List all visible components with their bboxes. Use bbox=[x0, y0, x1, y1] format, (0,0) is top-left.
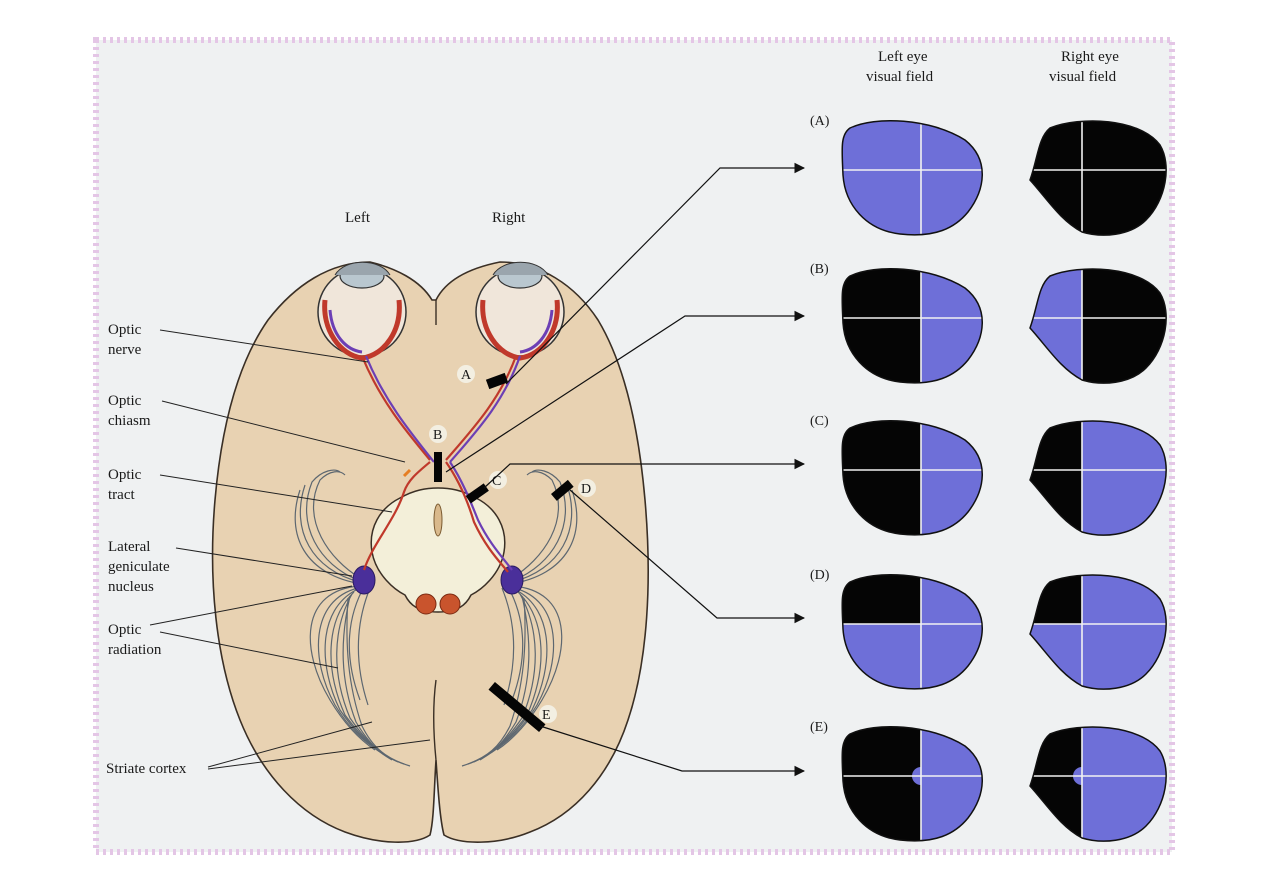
field-quadrant bbox=[842, 574, 921, 624]
lesion-c bbox=[465, 483, 489, 504]
lesion-a-label: A bbox=[461, 368, 472, 383]
lesion-c-label: C bbox=[492, 474, 501, 489]
arrow-c bbox=[483, 458, 806, 489]
label-lgn: Lateral geniculate nucleus bbox=[108, 539, 173, 595]
field-quadrant bbox=[842, 268, 921, 318]
lgn-right bbox=[500, 565, 524, 595]
brain-horizontal-section: A B C D E Left Right bbox=[211, 210, 649, 843]
longitudinal-fissure-back bbox=[432, 679, 437, 761]
label-optic-chiasm: Optic chiasm bbox=[108, 393, 151, 429]
field-quadrant bbox=[842, 726, 921, 776]
optic-nerve-left bbox=[360, 355, 431, 461]
optic-tract-left bbox=[362, 461, 431, 571]
optic-radiation-left bbox=[294, 469, 411, 767]
arrow-d bbox=[569, 489, 806, 624]
header-left-eye: Left eye visual field bbox=[866, 49, 934, 85]
arrow-b bbox=[445, 310, 806, 473]
lesion-arrows bbox=[445, 162, 806, 777]
right-eye-field bbox=[1029, 420, 1167, 536]
lesion-e bbox=[488, 681, 546, 733]
superior-colliculus-left bbox=[415, 593, 437, 615]
optic-nerve-right bbox=[445, 355, 518, 461]
panel-row: (E) bbox=[810, 720, 1167, 842]
lesion-b bbox=[434, 452, 442, 482]
lesion-e-label: E bbox=[542, 708, 551, 723]
panel-label: (E) bbox=[810, 720, 828, 735]
figure-border bbox=[93, 37, 1175, 855]
lesion-d-label: D bbox=[581, 482, 591, 497]
lgn-left bbox=[352, 565, 376, 595]
arrow-e bbox=[539, 725, 806, 777]
brainstem bbox=[370, 487, 506, 613]
arrow-a bbox=[505, 162, 806, 385]
optic-pathway-fibers bbox=[360, 355, 522, 573]
lesion-b-label: B bbox=[433, 428, 442, 443]
field-quadrant bbox=[842, 120, 921, 170]
lesion-a bbox=[485, 372, 509, 390]
label-striate-cortex: Striate cortex bbox=[106, 761, 187, 777]
panel-label: (A) bbox=[810, 114, 830, 129]
panel-label: (D) bbox=[810, 568, 830, 583]
side-label-right: Right bbox=[492, 210, 526, 226]
left-eye bbox=[317, 261, 407, 361]
optic-tract-right bbox=[449, 461, 513, 571]
superior-colliculus-right bbox=[439, 593, 461, 615]
label-optic-nerve: Optic nerve bbox=[108, 322, 145, 358]
optic-radiation-right bbox=[461, 469, 578, 767]
left-eye-field bbox=[841, 725, 983, 842]
structure-labels: Optic nerve Optic chiasm Optic tract Lat… bbox=[106, 322, 187, 777]
leader-lines bbox=[149, 329, 431, 770]
label-optic-radiation: Optic radiation bbox=[108, 622, 162, 658]
lesion-d bbox=[551, 479, 574, 501]
field-quadrant bbox=[842, 420, 921, 470]
cerebral-aqueduct bbox=[433, 503, 443, 537]
side-label-left: Left bbox=[345, 210, 371, 226]
panel-label: (C) bbox=[810, 414, 829, 429]
header-right-eye: Right eye visual field bbox=[1049, 49, 1123, 85]
label-optic-tract: Optic tract bbox=[108, 467, 145, 503]
panel-label: (B) bbox=[810, 262, 829, 277]
